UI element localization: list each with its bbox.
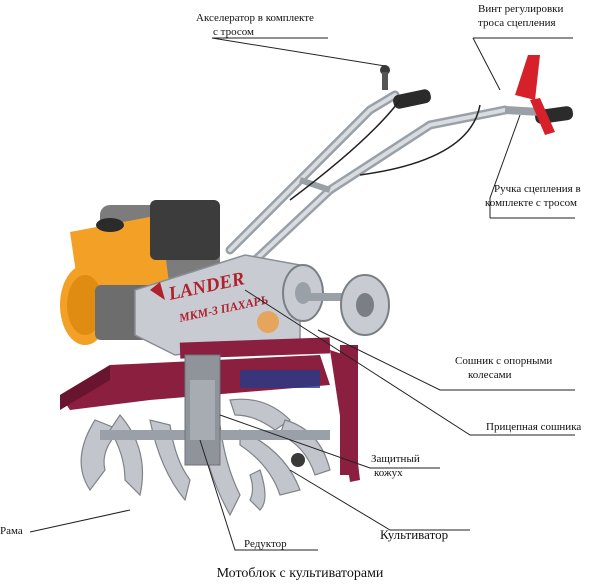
label-clutch-handle-line2: комплекте с тросом (485, 197, 577, 209)
clutch-lever (515, 55, 540, 100)
cultivator-blades (80, 398, 331, 517)
label-clutch-handle-line1: Ручка сцепления в (494, 183, 581, 195)
label-coulter-wheels-line2: колесами (468, 369, 512, 381)
label-accelerator-line2: с тросом (213, 26, 254, 38)
label-clutch-screw-line2: троса сцепления (478, 17, 556, 29)
label-cultivator: Культиватор (380, 527, 449, 542)
label-clutch-screw-line1: Винт регулировки (478, 3, 564, 15)
support-wheels (282, 264, 390, 336)
label-guard-line1: Защитный (371, 453, 420, 465)
leader-lines (29, 37, 575, 551)
label-gearbox: Редуктор (244, 538, 287, 550)
left-grip (393, 89, 431, 109)
label-hitch: Прицепная сошника (486, 421, 582, 433)
label-coulter-wheels-line1: Сошник с опорными (455, 355, 553, 367)
label-accelerator-line1: Акселератор в комплекте (196, 12, 314, 24)
label-frame: Рама (0, 525, 23, 537)
transmission-housing (134, 254, 301, 356)
figure-caption: Мотоблок с культиваторами (216, 566, 384, 581)
handlebar (225, 55, 574, 270)
label-guard-line2: кожух (374, 467, 403, 479)
